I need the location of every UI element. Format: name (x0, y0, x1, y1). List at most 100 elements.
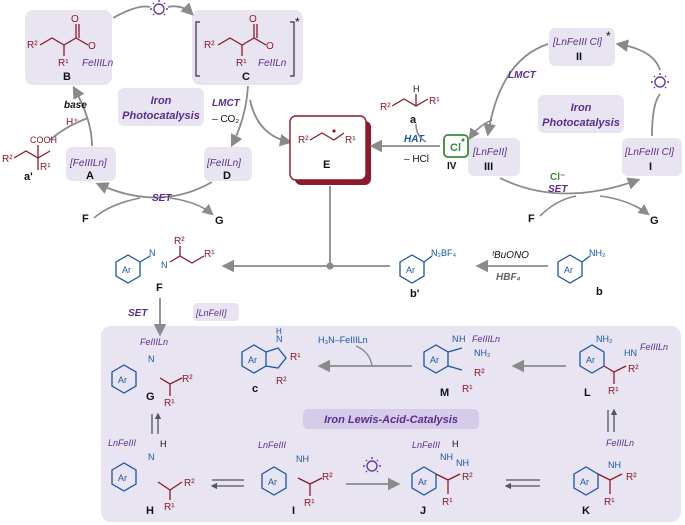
left-title-2: Photocatalysis (122, 110, 200, 122)
arrow-G-out-right (599, 195, 650, 216)
G-letter: G (146, 391, 155, 403)
C-ketone-o: O (249, 14, 257, 25)
arrow-F-in-right (539, 195, 577, 217)
aprime-r1: R¹ (40, 162, 51, 173)
M-h: H (459, 334, 466, 344)
arrow-III-to-I (499, 177, 641, 195)
panel-lewis-title (303, 409, 479, 429)
I-chain (297, 477, 323, 496)
F-n2: N (161, 260, 168, 270)
J-chain (435, 473, 461, 494)
C-r2: R² (204, 40, 215, 51)
a-letter: a (410, 114, 417, 126)
lmct-label: LMCT (212, 98, 241, 109)
c-n: N (276, 334, 283, 344)
G-ar: Ar (118, 375, 127, 385)
eq-K-L (607, 410, 614, 432)
F-G-set: SET (128, 308, 148, 319)
M-nh2: NH₂ (474, 348, 491, 358)
B-r1: R¹ (58, 58, 69, 69)
M-r1: R¹ (462, 384, 473, 395)
compound-H (111, 462, 137, 492)
J-fe: LnFeIII (412, 440, 441, 450)
compound-a (391, 94, 429, 107)
panel-III (468, 138, 520, 176)
II-letter: II (576, 51, 582, 63)
compound-c (241, 344, 287, 374)
right-G: G (650, 215, 659, 227)
D-fe: [FeIILn] (206, 158, 241, 169)
I-r2: R² (322, 472, 333, 483)
M-letter: M (440, 387, 449, 399)
b-nh2: NH₂ (589, 248, 606, 258)
II-formula: [LnFeIII Cl] (552, 37, 602, 48)
arrow-F-in-left (93, 197, 141, 219)
compound-b (557, 254, 591, 284)
M-ar: Ar (430, 355, 439, 365)
c-h: H (276, 327, 282, 336)
B-ketone-o: O (71, 14, 79, 25)
right-title-2: Photocatalysis (542, 117, 620, 129)
H-n: N (148, 452, 155, 462)
compound-B (39, 24, 89, 56)
panel-right-title (538, 95, 624, 133)
K-fe: FeIIILn (606, 438, 634, 448)
C-ester-o: O (266, 41, 274, 52)
cl-minus-label: Cl⁻ (550, 172, 565, 183)
F-ar: Ar (122, 265, 131, 275)
left-set-label: SET (152, 193, 172, 204)
A-letter: A (86, 170, 94, 182)
E-r2: R² (298, 135, 309, 146)
J-r1: R¹ (442, 497, 453, 508)
C-fe: FeIILn (258, 58, 287, 69)
compound-M (423, 344, 463, 374)
J-ar: Ar (418, 477, 427, 487)
III-formula: [LnFeII] (472, 147, 507, 158)
hat-label: HAT (404, 134, 425, 145)
J-r2: R² (462, 472, 473, 483)
M-n: N (452, 334, 459, 344)
L-hn: HN (624, 348, 637, 358)
compound-a-prime (13, 145, 51, 170)
K-r2: R² (626, 472, 637, 483)
arrow-C-to-E (249, 99, 293, 147)
L-r1: R¹ (608, 386, 619, 397)
M-r2: R² (474, 368, 485, 379)
compound-C (217, 24, 267, 56)
junction-dot (326, 262, 334, 270)
B-letter: B (63, 71, 71, 83)
aprime-r2: R² (2, 154, 13, 165)
K-letter: K (582, 505, 590, 517)
light-sun-icon (150, 0, 168, 16)
L-nh2: NH₂ (596, 334, 613, 344)
G-n: N (148, 354, 155, 364)
A-fe: [FeIIILn] (69, 158, 107, 169)
right-sun-icon (651, 73, 669, 89)
c-r1: R¹ (290, 352, 301, 363)
F-G-fe: [LnFeII] (195, 308, 227, 318)
IV-radical-dot (461, 138, 465, 142)
B-fe: FeIIILn (82, 58, 114, 69)
left-G: G (215, 215, 224, 227)
IV-cl: Cl (450, 142, 461, 154)
arrow-a-in (415, 123, 427, 143)
J-nh: NH (440, 452, 453, 462)
panel-C (192, 10, 303, 85)
panel-II (549, 28, 615, 66)
c-r2: R² (276, 376, 287, 387)
lewis-title: Iron Lewis-Acid-Catalysis (324, 414, 458, 426)
H-h: H (160, 439, 167, 449)
L-ar: Ar (586, 355, 595, 365)
aprime-cooh: COOH (30, 135, 57, 145)
a-r2: R² (380, 102, 391, 113)
H-ar: Ar (118, 473, 127, 483)
right-title-1: Iron (571, 102, 592, 114)
J-letter: J (420, 505, 426, 517)
arrow-G-out-left (169, 197, 214, 216)
I-letter: I (292, 505, 295, 517)
II-star: * (606, 29, 611, 43)
panel-B (25, 10, 112, 85)
panel-A (66, 147, 116, 181)
bprime-letter: b' (410, 288, 420, 300)
